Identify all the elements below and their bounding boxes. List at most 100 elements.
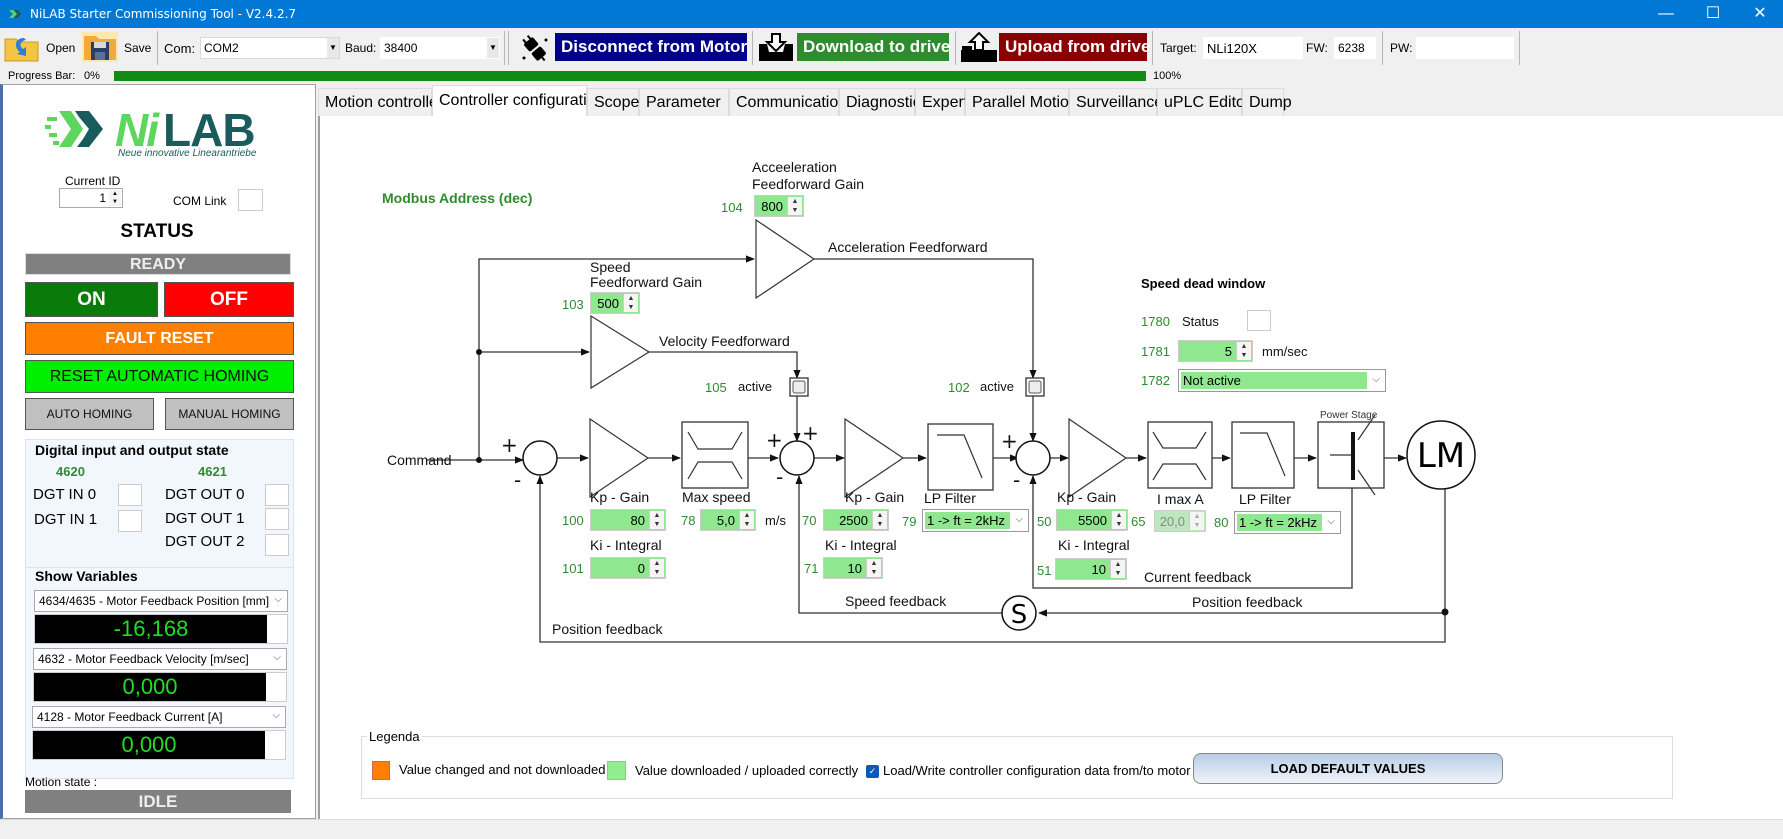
spinner-arrows-icon[interactable]: ▲▼ xyxy=(1111,511,1126,529)
baud-value: 38400 xyxy=(384,41,418,55)
spinner-arrows-icon[interactable]: ▲▼ xyxy=(1236,342,1251,360)
tab-parameter[interactable]: Parameter xyxy=(639,88,729,116)
max-speed-spinner[interactable]: 5,0▲▼ xyxy=(700,509,756,531)
speed-ff-gain-spinner[interactable]: 500▲▼ xyxy=(590,292,640,314)
fw-field[interactable]: 6238 xyxy=(1334,37,1376,59)
tab-diagnostic[interactable]: Diagnostic xyxy=(839,88,921,116)
download-to-drive-button[interactable]: Download to drive xyxy=(797,33,950,61)
motion-state-label: Motion state : xyxy=(25,775,98,789)
variable-select-3[interactable]: 4128 - Motor Feedback Current [A] ⌵ xyxy=(32,706,286,728)
progress-min-label: 0% xyxy=(84,70,100,82)
chevron-down-icon: ⌵ xyxy=(274,594,282,605)
spinner-arrows-icon[interactable]: ▲▼ xyxy=(623,294,638,312)
velocity-ff-line-label: Velocity Feedforward xyxy=(659,333,790,349)
tab-scope[interactable]: Scope xyxy=(587,88,639,116)
reset-automatic-homing-button[interactable]: RESET AUTOMATIC HOMING xyxy=(25,360,294,393)
position-kp-triangle xyxy=(589,417,650,499)
fault-reset-button[interactable]: FAULT RESET xyxy=(25,322,294,355)
dead-window-status-indicator xyxy=(1247,310,1271,331)
upload-from-drive-button[interactable]: Upload from drive xyxy=(999,33,1150,61)
speed-kp-triangle xyxy=(844,417,905,499)
tab-dump[interactable]: Dump xyxy=(1242,88,1292,116)
load-write-checkbox[interactable]: ✓ xyxy=(866,765,879,778)
close-button[interactable]: ✕ xyxy=(1753,5,1767,22)
variable-display-1-frame: -16,168 xyxy=(34,614,288,644)
dgt-in-1-indicator xyxy=(118,510,142,532)
title-bar: NiLAB Starter Commissioning Tool - V2.4.… xyxy=(0,0,1783,28)
dead-window-value-spinner[interactable]: 5▲▼ xyxy=(1178,340,1253,362)
lp-filter-1-select[interactable]: 1 -> ft = 2kHz⌵ xyxy=(922,509,1029,532)
chevron-down-icon: ⌵ xyxy=(272,710,280,721)
position-kp-spinner[interactable]: 80▲▼ xyxy=(590,509,666,531)
plug-disconnect-icon xyxy=(522,34,548,62)
legend-group: Legenda Value changed and not downloaded… xyxy=(361,729,1673,799)
spinner-arrows-icon[interactable]: ▲▼ xyxy=(872,511,887,529)
variable-select-2[interactable]: 4632 - Motor Feedback Velocity [m/sec] ⌵ xyxy=(33,648,287,670)
chevron-down-icon[interactable]: ▼ xyxy=(327,38,339,58)
com-select[interactable]: COM2 ▼ xyxy=(200,37,340,59)
current-kp-spinner[interactable]: 5500 ▲▼ xyxy=(1056,509,1128,531)
spinner-arrows-icon[interactable]: ▲▼ xyxy=(649,559,664,577)
position-ki-spinner[interactable]: 0 ▲▼ xyxy=(590,557,666,579)
open-button[interactable]: Open xyxy=(4,32,76,64)
max-speed-address: 78 xyxy=(681,513,696,528)
dgt-out-0-indicator xyxy=(265,484,289,506)
imax-spinner: 20,0▲▼ xyxy=(1154,510,1206,532)
controller-configuration-panel: LM S + - + + - + - Modbus Address (dec) … xyxy=(318,116,1783,819)
variable-display-3: 0,000 xyxy=(33,731,265,759)
on-button[interactable]: ON xyxy=(25,282,158,317)
current-ki-spinner[interactable]: 10 ▲▼ xyxy=(1055,558,1127,580)
tab-motion-controller[interactable]: Motion controller xyxy=(318,88,443,116)
tab-parallel-motion[interactable]: Parallel Motion xyxy=(965,88,1078,116)
current-kp-value: 5500 xyxy=(1078,513,1107,528)
accel-ff-gain-spinner[interactable]: 800 ▲▼ xyxy=(754,195,804,217)
disconnect-button[interactable]: Disconnect from Motor xyxy=(555,33,747,61)
accel-ff-address: 104 xyxy=(721,200,743,215)
dead-window-mode-select[interactable]: Not active⌵ xyxy=(1178,369,1386,392)
toolbar-separator xyxy=(1519,31,1520,65)
current-ki-value: 10 xyxy=(1091,562,1106,577)
tab-uplc-editor[interactable]: uPLC Editor xyxy=(1157,88,1250,116)
baud-select[interactable]: 38400 ▼ xyxy=(380,37,500,59)
target-field[interactable]: NLi120X xyxy=(1203,37,1303,59)
current-id-spinner[interactable]: 1 ▲▼ xyxy=(59,188,123,208)
speed-kp-spinner[interactable]: 2500▲▼ xyxy=(823,509,889,531)
dead-window-value-address: 1781 xyxy=(1141,344,1170,359)
logo-lab: LAB xyxy=(163,104,256,156)
current-kp-label: Kp - Gain xyxy=(1057,489,1117,505)
speed-ki-spinner[interactable]: 10▲▼ xyxy=(823,557,883,579)
variable-select-1-value: 4634/4635 - Motor Feedback Position [mm] xyxy=(39,594,270,608)
accel-ff-title-line1: Acceeleration xyxy=(752,159,837,175)
spinner-arrows-icon[interactable]: ▲▼ xyxy=(787,197,802,215)
tab-communication[interactable]: Communication xyxy=(729,88,847,116)
pw-field[interactable] xyxy=(1416,37,1514,59)
spinner-arrows-icon[interactable]: ▲▼ xyxy=(109,190,121,206)
com-link-indicator xyxy=(238,189,263,211)
spinner-arrows-icon[interactable]: ▲▼ xyxy=(739,511,754,529)
off-button[interactable]: OFF xyxy=(164,282,294,317)
auto-homing-button[interactable]: AUTO HOMING xyxy=(25,398,154,430)
variable-display-1: -16,168 xyxy=(35,615,267,643)
lp-filter-2-select[interactable]: 1 -> ft = 2kHz⌵ xyxy=(1234,511,1341,534)
load-default-values-button[interactable]: LOAD DEFAULT VALUES xyxy=(1193,753,1503,784)
accel-ff-gain-value: 800 xyxy=(761,199,783,214)
spinner-arrows-icon[interactable]: ▲▼ xyxy=(1110,560,1125,578)
tab-expert[interactable]: Expert xyxy=(915,88,968,116)
position-ki-value: 0 xyxy=(637,561,645,576)
toolbar-separator xyxy=(955,31,956,65)
maximize-button[interactable]: ☐ xyxy=(1705,5,1721,22)
tab-surveillance[interactable]: Surveillance xyxy=(1069,88,1163,116)
tab-controller-configuration[interactable]: Controller configuration xyxy=(432,85,604,117)
spinner-arrows-icon[interactable]: ▲▼ xyxy=(649,511,664,529)
variable-select-1[interactable]: 4634/4635 - Motor Feedback Position [mm]… xyxy=(34,590,288,612)
minimize-button[interactable]: — xyxy=(1658,5,1674,22)
lp-filter-2-block xyxy=(1231,421,1295,489)
legend-title: Legenda xyxy=(367,729,422,744)
manual-homing-button[interactable]: MANUAL HOMING xyxy=(165,398,294,430)
save-button[interactable]: Save xyxy=(82,30,152,66)
velocity-ff-active-address: 105 xyxy=(705,380,727,395)
download-icon xyxy=(759,33,793,61)
spinner-arrows-icon[interactable]: ▲▼ xyxy=(866,559,881,577)
current-summing-junction xyxy=(1015,440,1051,476)
chevron-down-icon[interactable]: ▼ xyxy=(487,38,499,58)
